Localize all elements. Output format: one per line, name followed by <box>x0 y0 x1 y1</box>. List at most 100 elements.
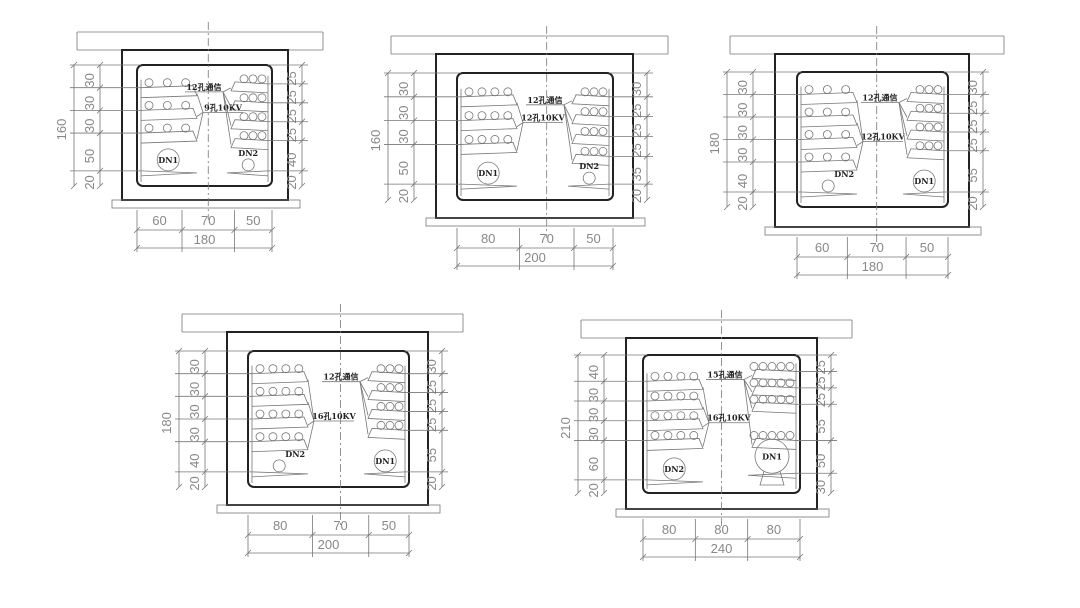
right-dimension-label: 25 <box>629 104 644 118</box>
dimension-tick <box>244 531 252 539</box>
cable-circle <box>689 391 699 401</box>
dimension-tick <box>902 253 910 261</box>
dimension-tick <box>600 351 608 359</box>
cable-circle <box>689 431 699 440</box>
dimension-tick <box>438 389 446 396</box>
cable-circle <box>758 378 768 388</box>
leader-line <box>856 141 864 169</box>
cable-circle <box>915 122 925 132</box>
dimension-tick <box>410 69 418 77</box>
dimension-tick <box>201 370 209 377</box>
cable-circle <box>257 112 267 122</box>
cable-circle <box>268 432 278 442</box>
cable-circle <box>162 78 172 88</box>
dimension-tick <box>384 196 392 204</box>
power-cable-label: 12孔10KV <box>861 132 905 142</box>
leader-line <box>563 100 573 106</box>
pipe-label: DN1 <box>375 456 395 466</box>
dimension-tick <box>410 93 418 101</box>
leader-line <box>307 420 315 448</box>
pipe-dn2 <box>662 457 686 481</box>
cable-circle <box>162 100 172 110</box>
right-dimension-label: 40 <box>284 153 299 167</box>
left-dimension-label: 30 <box>735 125 750 139</box>
cable-circle <box>394 364 404 374</box>
cable-circle <box>767 431 777 440</box>
cable-circle <box>589 146 599 156</box>
dimension-tick <box>244 549 252 557</box>
right-dimension-label: 30 <box>629 82 644 96</box>
right-dimension-label: 25 <box>284 128 299 142</box>
cable-circle <box>248 74 258 84</box>
right-cable-tray <box>906 92 945 104</box>
dimension-tick <box>979 109 987 117</box>
cable-circle <box>776 431 786 440</box>
width-dimension-label: 60 <box>815 240 829 255</box>
leader-line <box>856 141 864 146</box>
cable-circle <box>294 432 304 442</box>
cable-circle <box>181 78 191 88</box>
cable-circle <box>490 111 500 121</box>
dimension-tick <box>298 80 306 88</box>
dimension-tick <box>405 549 413 557</box>
dimension-tick <box>298 137 306 144</box>
leader-line <box>563 104 573 161</box>
pipe-dn1 <box>156 148 180 172</box>
cable-circle <box>385 402 395 411</box>
dimension-tick <box>410 180 418 188</box>
left-dimension-label: 30 <box>586 388 601 402</box>
width-dimension-label: 70 <box>869 240 883 255</box>
dimension-tick <box>827 437 835 444</box>
cable-circle <box>589 127 599 136</box>
left-cable-tray <box>251 439 309 453</box>
dimension-tick <box>827 351 835 359</box>
dimension-tick <box>365 531 373 539</box>
right-dimension-label: 25 <box>629 123 644 137</box>
pipe-label: DN1 <box>158 155 178 165</box>
left-cable-tray <box>460 94 518 108</box>
cable-circle <box>749 431 759 440</box>
telecom-cable-label: 15孔通信 <box>707 369 742 379</box>
dimension-tick <box>723 203 731 211</box>
dimension-tick <box>438 427 446 434</box>
pipe-label: DN2 <box>579 161 599 171</box>
dimension-tick <box>979 128 987 136</box>
dimension-tick <box>96 129 104 137</box>
left-dimension-label: 20 <box>735 196 750 210</box>
left-cable-tray <box>460 142 518 155</box>
dimension-tick <box>827 470 835 477</box>
telecom-cable-label: 12孔通信 <box>862 93 897 103</box>
dimension-tick <box>749 158 757 166</box>
dimension-tick <box>410 117 418 124</box>
dimension-tick <box>827 368 835 375</box>
cable-circle <box>924 122 934 132</box>
width-dimension-label: 80 <box>767 522 781 537</box>
right-dimension-label: 25 <box>813 393 828 407</box>
cable-circle <box>676 391 686 401</box>
dimension-tick <box>609 244 617 252</box>
inner-chamber <box>136 64 273 187</box>
dimension-tick <box>979 203 987 211</box>
cable-circle <box>776 362 786 371</box>
dimension-tick <box>96 84 104 91</box>
right-dimension-label: 25 <box>424 399 439 413</box>
cable-circle <box>281 409 291 419</box>
right-cable-tray <box>367 371 406 384</box>
cable-circle <box>464 111 474 121</box>
dimension-tick <box>944 271 952 279</box>
cable-circle <box>490 135 500 144</box>
dimension-tick <box>827 384 835 392</box>
leader-line <box>702 422 710 428</box>
cable-circle <box>785 362 795 371</box>
right-dimension-label: 30 <box>813 480 828 494</box>
left-dimension-label: 20 <box>82 175 97 189</box>
cable-circle <box>281 364 291 374</box>
cable-circle <box>376 364 386 374</box>
pipe-dn1 <box>912 169 936 193</box>
dimension-tick <box>744 535 751 543</box>
right-dimension-label: 25 <box>813 360 828 374</box>
cable-circle <box>255 364 265 374</box>
